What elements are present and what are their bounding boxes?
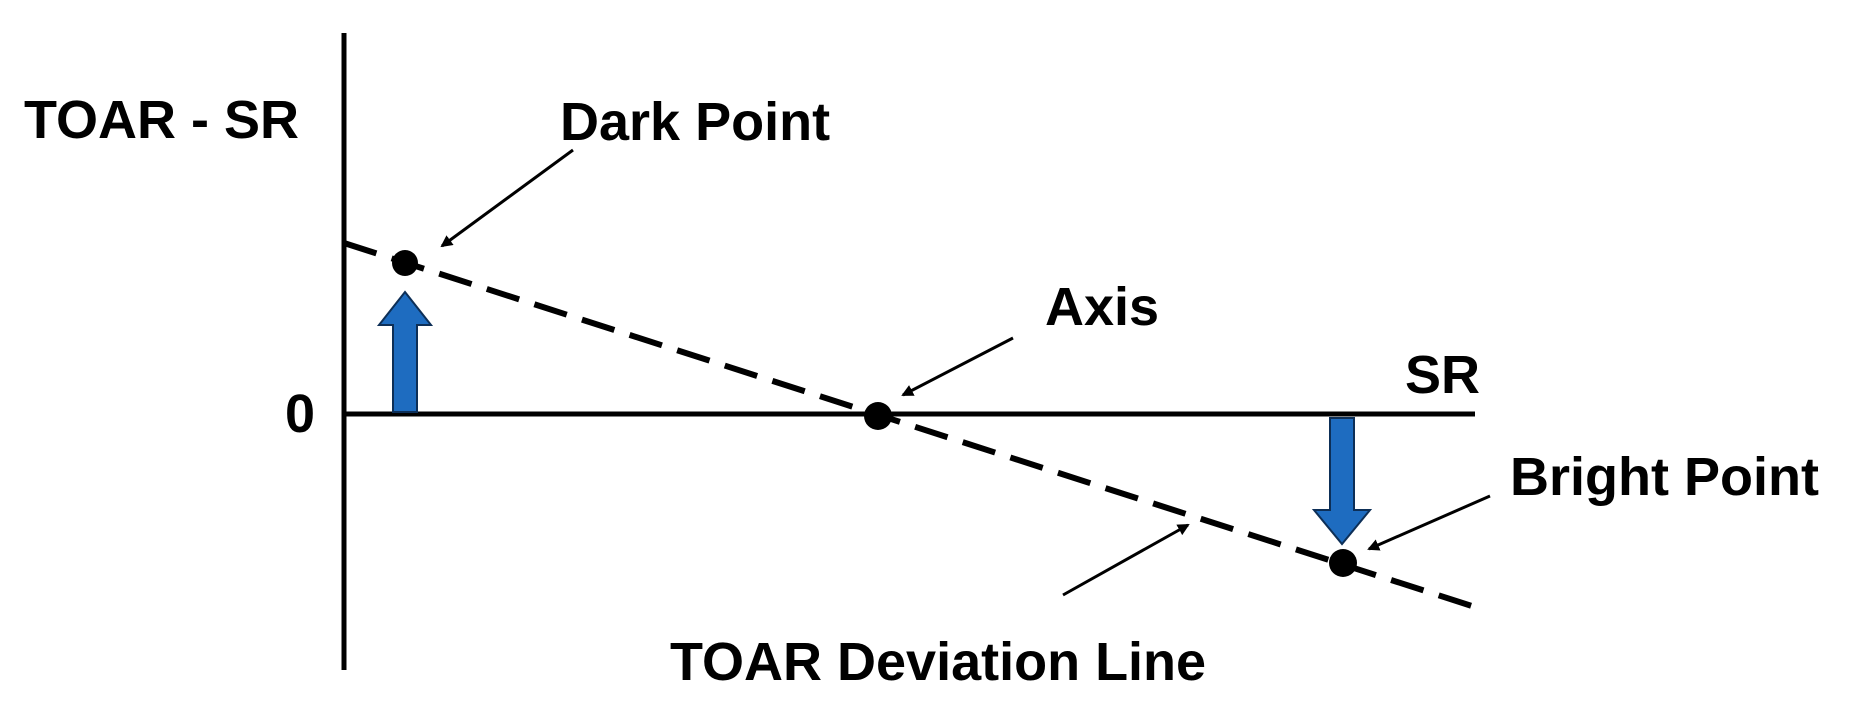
deviation-line-label: TOAR Deviation Line bbox=[670, 632, 1206, 692]
dark-point-arrow bbox=[376, 290, 434, 413]
bright-point-label: Bright Point bbox=[1510, 447, 1819, 507]
axis-label: Axis bbox=[1045, 277, 1159, 337]
y-axis-label: TOAR - SR bbox=[24, 90, 299, 150]
axis-pointer bbox=[901, 336, 1014, 397]
bright-point-arrow bbox=[1311, 417, 1373, 546]
deviation-line-pointer bbox=[1062, 523, 1190, 597]
x-axis-label: SR bbox=[1405, 345, 1480, 405]
dark-point-marker bbox=[392, 250, 418, 276]
toar-deviation-line bbox=[343, 240, 1476, 610]
dark-point-label: Dark Point bbox=[560, 92, 830, 152]
axis-point-marker bbox=[864, 402, 892, 430]
bright-point-pointer bbox=[1367, 494, 1491, 551]
zero-label: 0 bbox=[285, 384, 315, 444]
bright-point-marker bbox=[1329, 549, 1357, 577]
dark-point-pointer bbox=[440, 148, 574, 248]
